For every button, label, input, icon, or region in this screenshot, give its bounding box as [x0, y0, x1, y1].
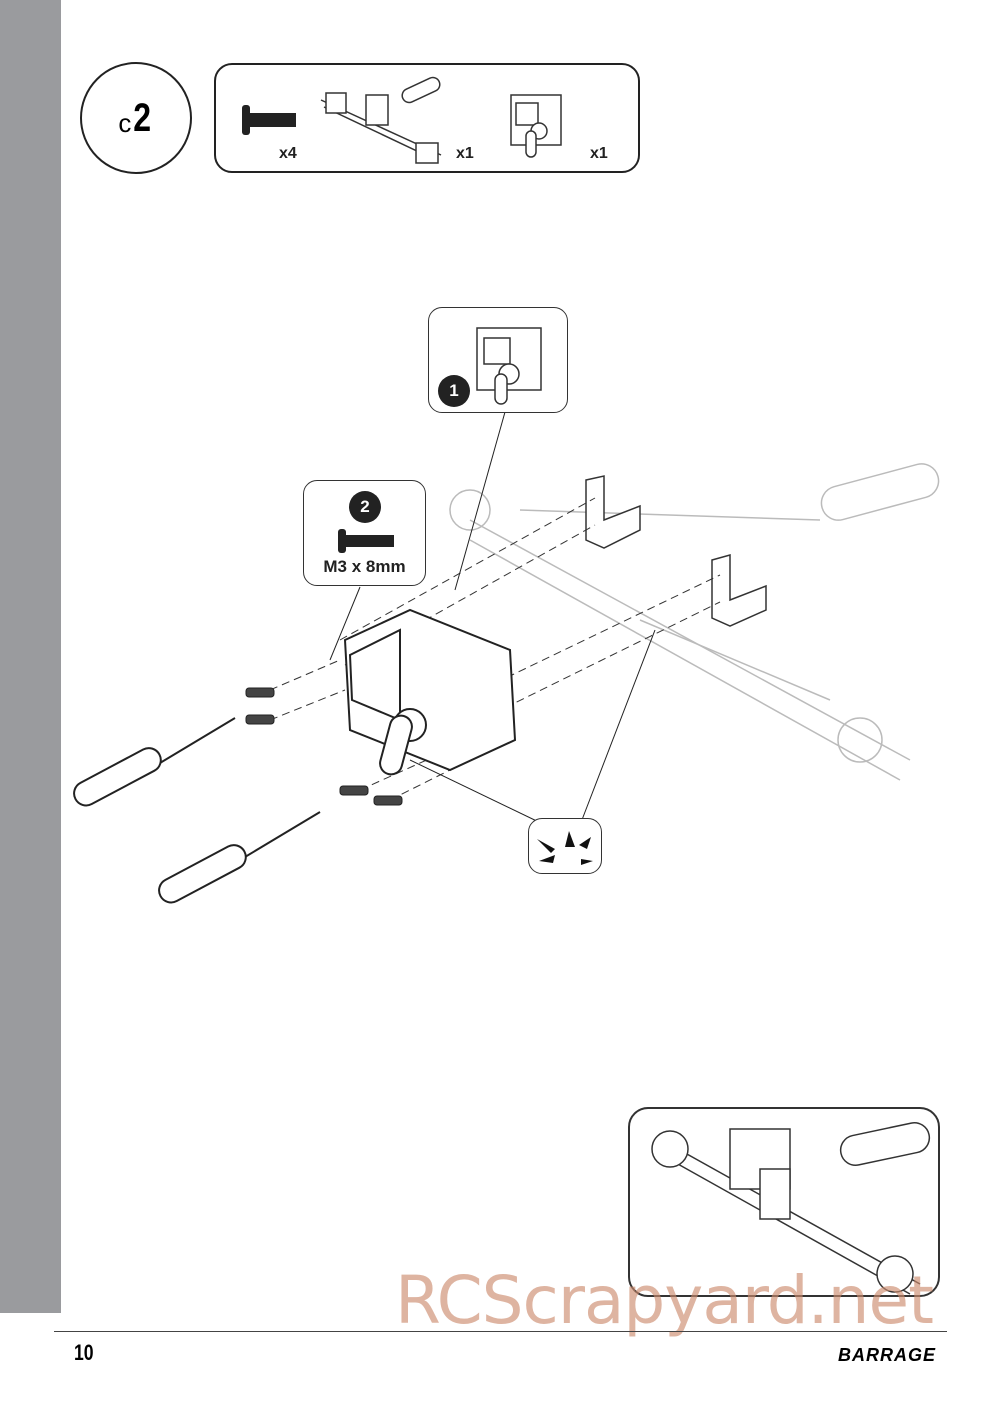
page-sidebar-bar: [0, 0, 61, 1313]
mount-brackets: [585, 475, 767, 627]
servo-qty: x1: [590, 145, 608, 162]
step-badge-2: 2: [349, 491, 381, 523]
brand-logo: BARRAGE: [837, 1345, 936, 1365]
axle-ghost: [449, 463, 940, 781]
parts-list: x4 x1 x1: [214, 63, 640, 173]
servo-icon: [510, 94, 562, 158]
step-prefix: c: [118, 107, 132, 138]
screw-icon: [242, 105, 296, 135]
parts-illustrations: [242, 76, 562, 164]
pointer-lines: [329, 411, 656, 826]
screw-qty: x4: [279, 145, 297, 162]
servo-callout: 1: [428, 307, 568, 413]
axle-assembly-icon: [320, 76, 442, 164]
threadlock-callout: [528, 818, 602, 874]
servo-icon: [476, 327, 542, 405]
page-number: 10: [74, 1340, 94, 1365]
threadlock-icon: [537, 831, 593, 865]
servo-drawing: [343, 608, 517, 776]
screwdriver-icon: [73, 717, 236, 807]
completed-axle-illustration: [651, 1122, 931, 1295]
completed-assembly-view: [628, 1107, 940, 1297]
axle-qty: x1: [456, 145, 474, 162]
step-digit: 2: [133, 95, 152, 140]
screw-icon: [338, 529, 394, 553]
footer-divider: [54, 1331, 947, 1332]
screw-size-label: M3 x 8mm: [323, 557, 406, 576]
step-badge-1: 1: [438, 375, 470, 407]
screw-callout: 2 M3 x 8mm: [303, 480, 426, 586]
screws: [245, 687, 403, 806]
screwdriver-icon: [158, 811, 321, 904]
watermark: RCScrapyard.net: [395, 1262, 934, 1339]
